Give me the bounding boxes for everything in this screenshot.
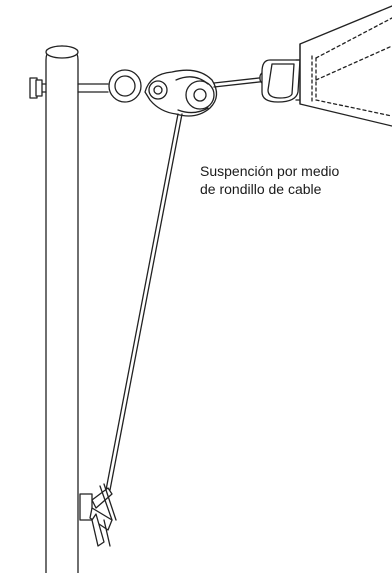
- eye-bolt: [29, 69, 142, 103]
- tension-cable: [105, 113, 183, 491]
- pulley-block: [144, 69, 218, 117]
- cable-cleat: [79, 483, 117, 547]
- caption: Suspención por medio de rondillo de cabl…: [200, 162, 390, 198]
- shackle: [259, 59, 305, 103]
- sail-corner: [299, 5, 392, 127]
- caption-line-2: de rondillo de cable: [200, 181, 322, 197]
- caption-line-1: Suspención por medio: [200, 163, 340, 179]
- cable-to-sail: [213, 76, 269, 88]
- post: [45, 45, 79, 573]
